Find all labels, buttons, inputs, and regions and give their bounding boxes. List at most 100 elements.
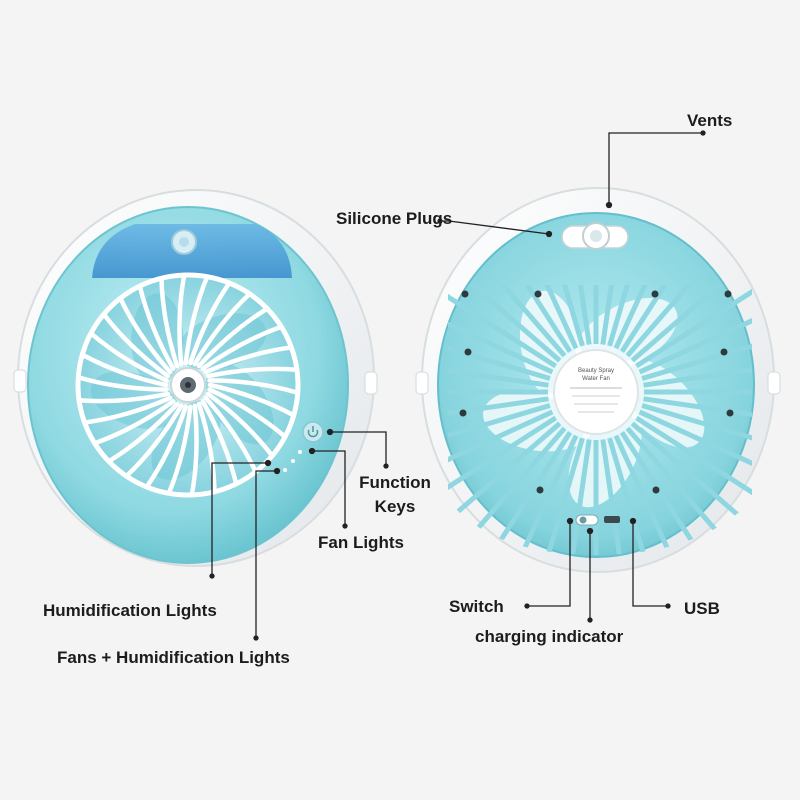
back-vent-slat — [625, 426, 729, 545]
back-vent-slat — [630, 421, 749, 525]
front-grille-spoke — [203, 395, 258, 474]
back-vent-slat — [565, 439, 592, 555]
front-grille-spoke — [205, 391, 275, 459]
back-vent-slat — [641, 333, 752, 381]
back-screw — [724, 290, 732, 298]
fan-lights-callout-line — [312, 450, 346, 526]
back-vent-slat — [619, 431, 707, 555]
back-center-label — [553, 349, 639, 435]
back-vent-slat — [641, 403, 752, 451]
front-grille-spoke — [166, 404, 193, 496]
back-screw — [720, 348, 728, 356]
back-vent-slat — [600, 439, 627, 555]
front-grille-spoke — [189, 403, 199, 498]
back-vent-slat — [619, 285, 707, 353]
back-vent-slat — [643, 361, 752, 388]
back-vent-slat — [537, 437, 585, 555]
front-grille-spoke — [106, 401, 180, 464]
front-grille-spoke — [88, 331, 169, 383]
fan-light-dot — [298, 450, 302, 454]
back-vent-slat — [448, 415, 557, 503]
switch-callout-line — [527, 521, 571, 607]
back-vent-slat — [448, 285, 562, 363]
front-grille-spoke — [200, 324, 284, 371]
back-vent-grille — [448, 285, 752, 555]
back-vent-slat — [448, 409, 554, 478]
back-vent-slat — [643, 396, 752, 423]
power-switch[interactable] — [575, 514, 599, 526]
front-grille-spoke — [101, 311, 171, 379]
silicone-plugs-label: Silicone Plugs — [336, 209, 453, 228]
back-vent-slat — [448, 306, 554, 375]
back-vent-slat — [448, 403, 551, 451]
front-grille-spoke — [159, 275, 180, 369]
front-grille-spoke — [203, 345, 294, 375]
front-grille-spoke — [80, 352, 169, 388]
back-vent-slat — [625, 285, 729, 358]
back-vent-slat — [607, 285, 655, 347]
back-vent-slat — [485, 431, 573, 555]
front-grille-spoke — [183, 274, 210, 366]
back-vent-slat — [630, 285, 749, 363]
front-grille-spoke — [188, 280, 232, 366]
function-keys-callout-line — [330, 431, 387, 466]
back-vent-slat — [448, 421, 562, 525]
front-grille-spoke — [92, 399, 176, 446]
humidification-lights-callout-line — [211, 462, 268, 576]
back-label-line1: Beauty Spray — [578, 368, 614, 374]
back-vent-slat — [638, 306, 752, 375]
back-fan: Beauty Spray Water Fan — [415, 187, 781, 573]
back-vent-slat — [613, 285, 682, 350]
function-keys-line2: Keys — [374, 497, 416, 516]
front-grille-spoke — [207, 387, 288, 439]
back-screw — [461, 290, 469, 298]
front-fan-grille — [76, 272, 300, 498]
back-screw — [459, 409, 467, 417]
front-grille-spoke — [207, 382, 296, 418]
back-vent-slat — [448, 361, 549, 388]
back-vent-slat — [463, 285, 567, 358]
front-grille-spoke — [177, 272, 187, 367]
switch-label: Switch — [449, 597, 504, 616]
back-vent-slat — [485, 285, 573, 353]
front-grille-spoke — [200, 399, 239, 487]
fans-humidification-light-dot — [283, 468, 287, 472]
front-grille-spoke — [76, 391, 171, 404]
back-screw — [536, 486, 544, 494]
back-vent-slat — [463, 426, 567, 545]
back-vent-slat — [565, 285, 592, 345]
function-keys-label: Function Keys — [352, 473, 438, 517]
usb-port[interactable] — [604, 516, 620, 523]
back-vent-slat — [448, 396, 549, 423]
back-label-line2: Water Fan — [582, 376, 610, 382]
back-vent-slat — [635, 415, 752, 503]
vents-label: Vents — [687, 111, 733, 130]
charging-indicator-label: charging indicator — [475, 627, 624, 646]
front-grille-spoke — [124, 403, 184, 479]
vents-callout-line — [608, 132, 703, 205]
front-grille-spoke — [205, 366, 300, 379]
back-vent-slat — [448, 333, 551, 381]
fans-humidification-lights-callout-line — [255, 470, 277, 638]
back-vent-slat — [448, 285, 557, 369]
usb-label: USB — [684, 599, 720, 618]
silicone-plug[interactable] — [561, 222, 629, 250]
back-vent-slat — [638, 409, 752, 478]
silicone-plugs-callout-line — [440, 220, 550, 235]
front-grille-spoke — [82, 395, 173, 425]
back-vent-slat — [600, 285, 627, 345]
humidification-lights-label: Humidification Lights — [43, 601, 217, 620]
function-keys-line1: Function — [359, 473, 431, 492]
callout-lines — [209, 130, 706, 641]
back-screws — [459, 290, 734, 494]
back-screw — [464, 348, 472, 356]
back-screw — [726, 409, 734, 417]
usb-callout-line — [632, 521, 668, 607]
front-fan — [13, 189, 378, 567]
fans-humidification-lights-label: Fans + Humidification Lights — [57, 648, 290, 667]
back-screw — [652, 486, 660, 494]
humidification-light-dot — [291, 459, 295, 463]
back-vent-slat — [607, 437, 655, 555]
front-grille-spoke — [196, 401, 217, 495]
